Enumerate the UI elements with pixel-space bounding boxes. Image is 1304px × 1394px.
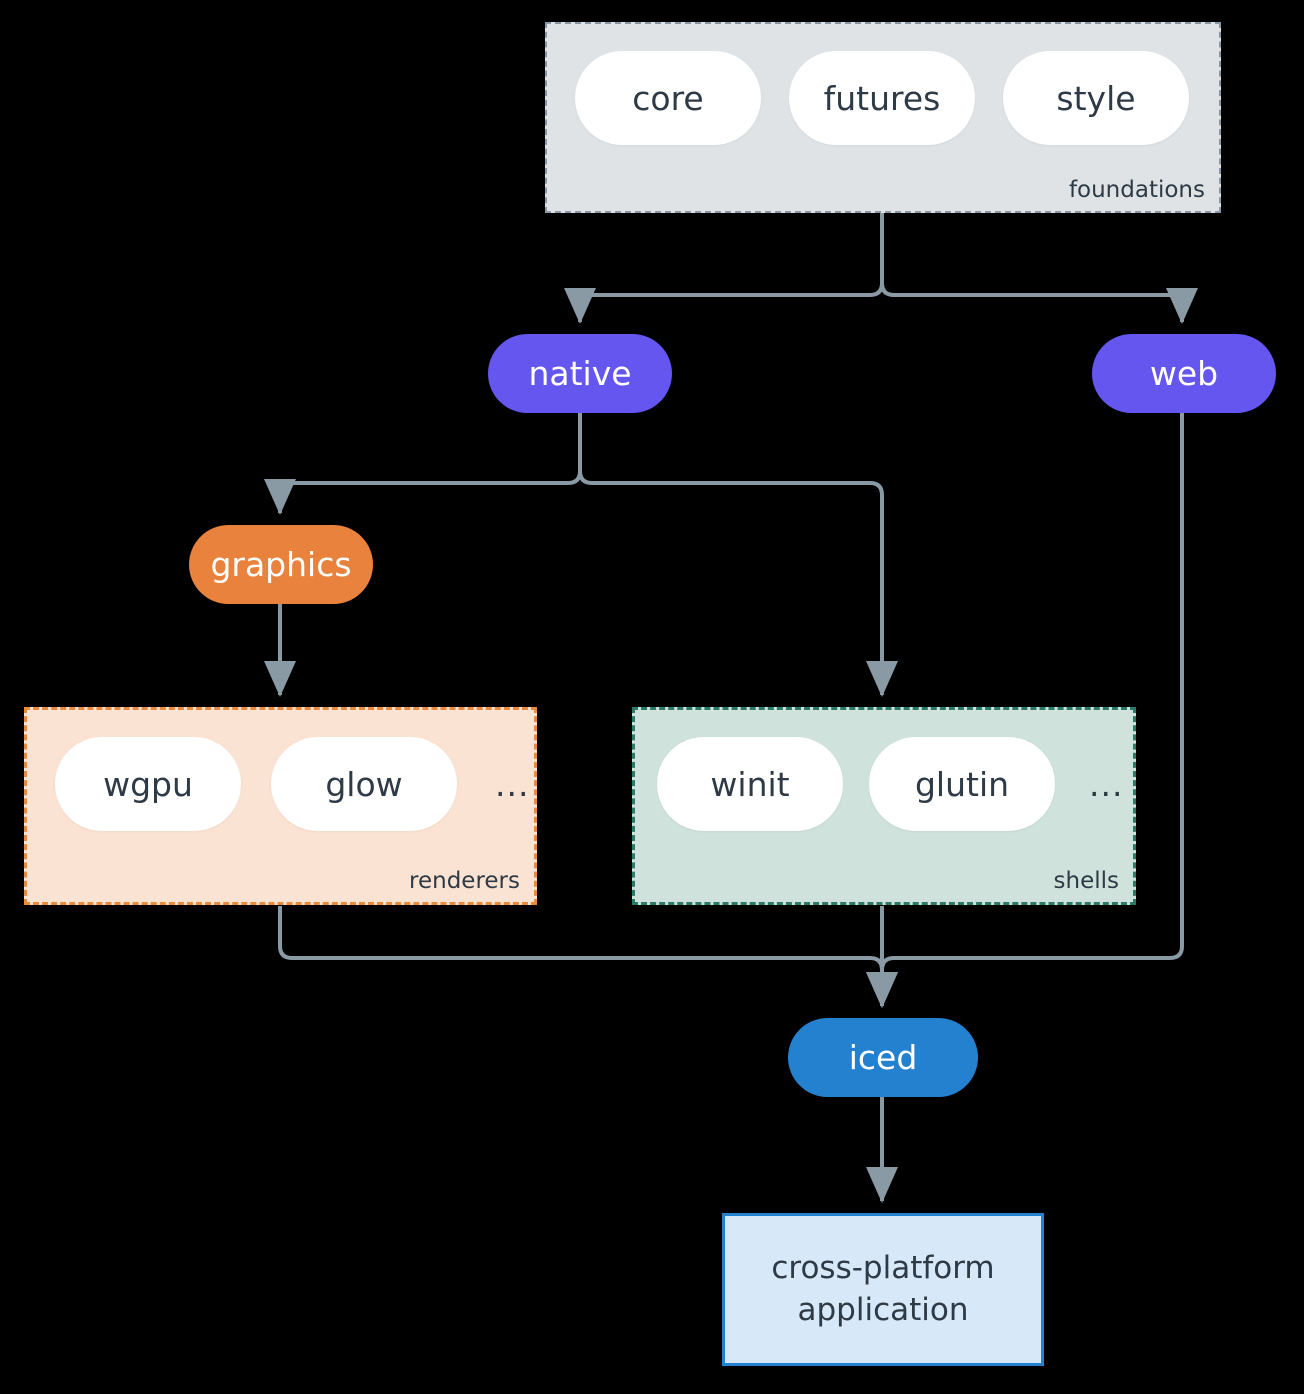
application-label-line1: cross-platform — [771, 1249, 995, 1286]
renderers-overflow-ellipsis: ... — [495, 764, 530, 804]
cluster-shells: winit glutin ... shells — [632, 707, 1136, 905]
pill-winit[interactable]: winit — [657, 737, 843, 831]
shells-overflow-ellipsis: ... — [1089, 764, 1124, 804]
pill-style[interactable]: style — [1003, 51, 1189, 145]
pill-glow[interactable]: glow — [271, 737, 457, 831]
node-iced[interactable]: iced — [788, 1018, 978, 1097]
edge-native-shells — [578, 413, 898, 697]
node-web[interactable]: web — [1092, 334, 1276, 413]
edge-foundations-web — [880, 213, 1198, 324]
application-label-line2: application — [797, 1291, 969, 1328]
pill-glutin[interactable]: glutin — [869, 737, 1055, 831]
pill-core[interactable]: core — [575, 51, 761, 145]
cluster-label-shells: shells — [1053, 868, 1119, 894]
cluster-label-renderers: renderers — [409, 868, 520, 894]
pill-wgpu[interactable]: wgpu — [55, 737, 241, 831]
node-cross-platform-application[interactable]: cross-platform application — [722, 1213, 1044, 1366]
node-native[interactable]: native — [488, 334, 672, 413]
renderers-items: wgpu glow ... — [55, 737, 537, 831]
edge-renderers-iced — [278, 906, 898, 1008]
edge-native-graphics — [264, 413, 582, 515]
cluster-renderers: wgpu glow ... renderers — [24, 707, 537, 905]
cluster-foundations: core futures style foundations — [545, 22, 1221, 213]
cluster-label-foundations: foundations — [1068, 177, 1205, 203]
pill-futures[interactable]: futures — [789, 51, 975, 145]
edge-foundations-native — [564, 213, 884, 324]
node-graphics[interactable]: graphics — [189, 525, 373, 604]
foundations-items: core futures style — [575, 51, 1189, 145]
shells-items: winit glutin ... — [657, 737, 1131, 831]
